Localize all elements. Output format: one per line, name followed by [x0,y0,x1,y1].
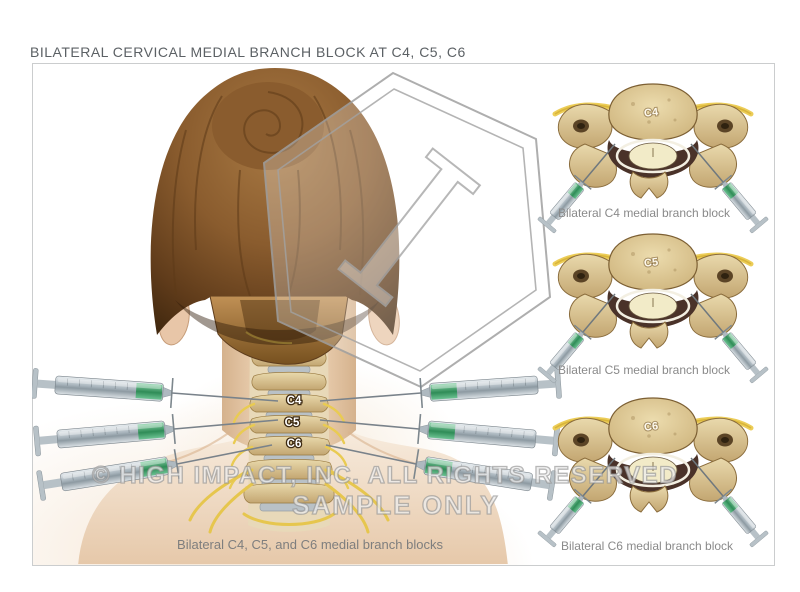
caption-c6-panel: Bilateral C6 medial branch block [560,539,734,553]
segmental-nerves [228,402,350,490]
needles [171,392,422,465]
axial-label-c4: C4 [643,106,659,119]
syringe-left-c4 [32,367,175,409]
syringe-left-c5 [32,413,177,457]
caption-c5-panel: Bilateral C5 medial branch block [557,363,731,377]
head-figure: I C4 C5 C6 [32,68,563,564]
main-caption: Bilateral C4, C5, and C6 medial branch b… [177,537,443,552]
nerve-plexus [188,468,390,534]
hexagon-watermark-logo: I [262,71,552,389]
syringe-right-c5 [416,413,561,457]
cervical-spine [188,340,390,534]
spine-level-labels: C4 C5 C6 [283,394,303,452]
label-c4: C4 [287,395,302,407]
hair [150,68,400,345]
label-c6: C6 [287,438,302,450]
medical-illustration: I C4 C5 C6 [32,68,773,564]
axial-panels: C4 C5 C6 [537,84,768,548]
watermark-copyright: © HIGH IMPACT, INC. ALL RIGHTS RESERVED [91,461,678,489]
page-title: BILATERAL CERVICAL MEDIAL BRANCH BLOCK A… [30,44,466,60]
label-c5: C5 [285,417,300,429]
caption-c4-panel: Bilateral C4 medial branch block [557,206,731,220]
axial-label-c5: C5 [643,256,658,269]
watermark-sample: SAMPLE ONLY [292,489,500,520]
axial-label-c6: C6 [643,420,658,433]
